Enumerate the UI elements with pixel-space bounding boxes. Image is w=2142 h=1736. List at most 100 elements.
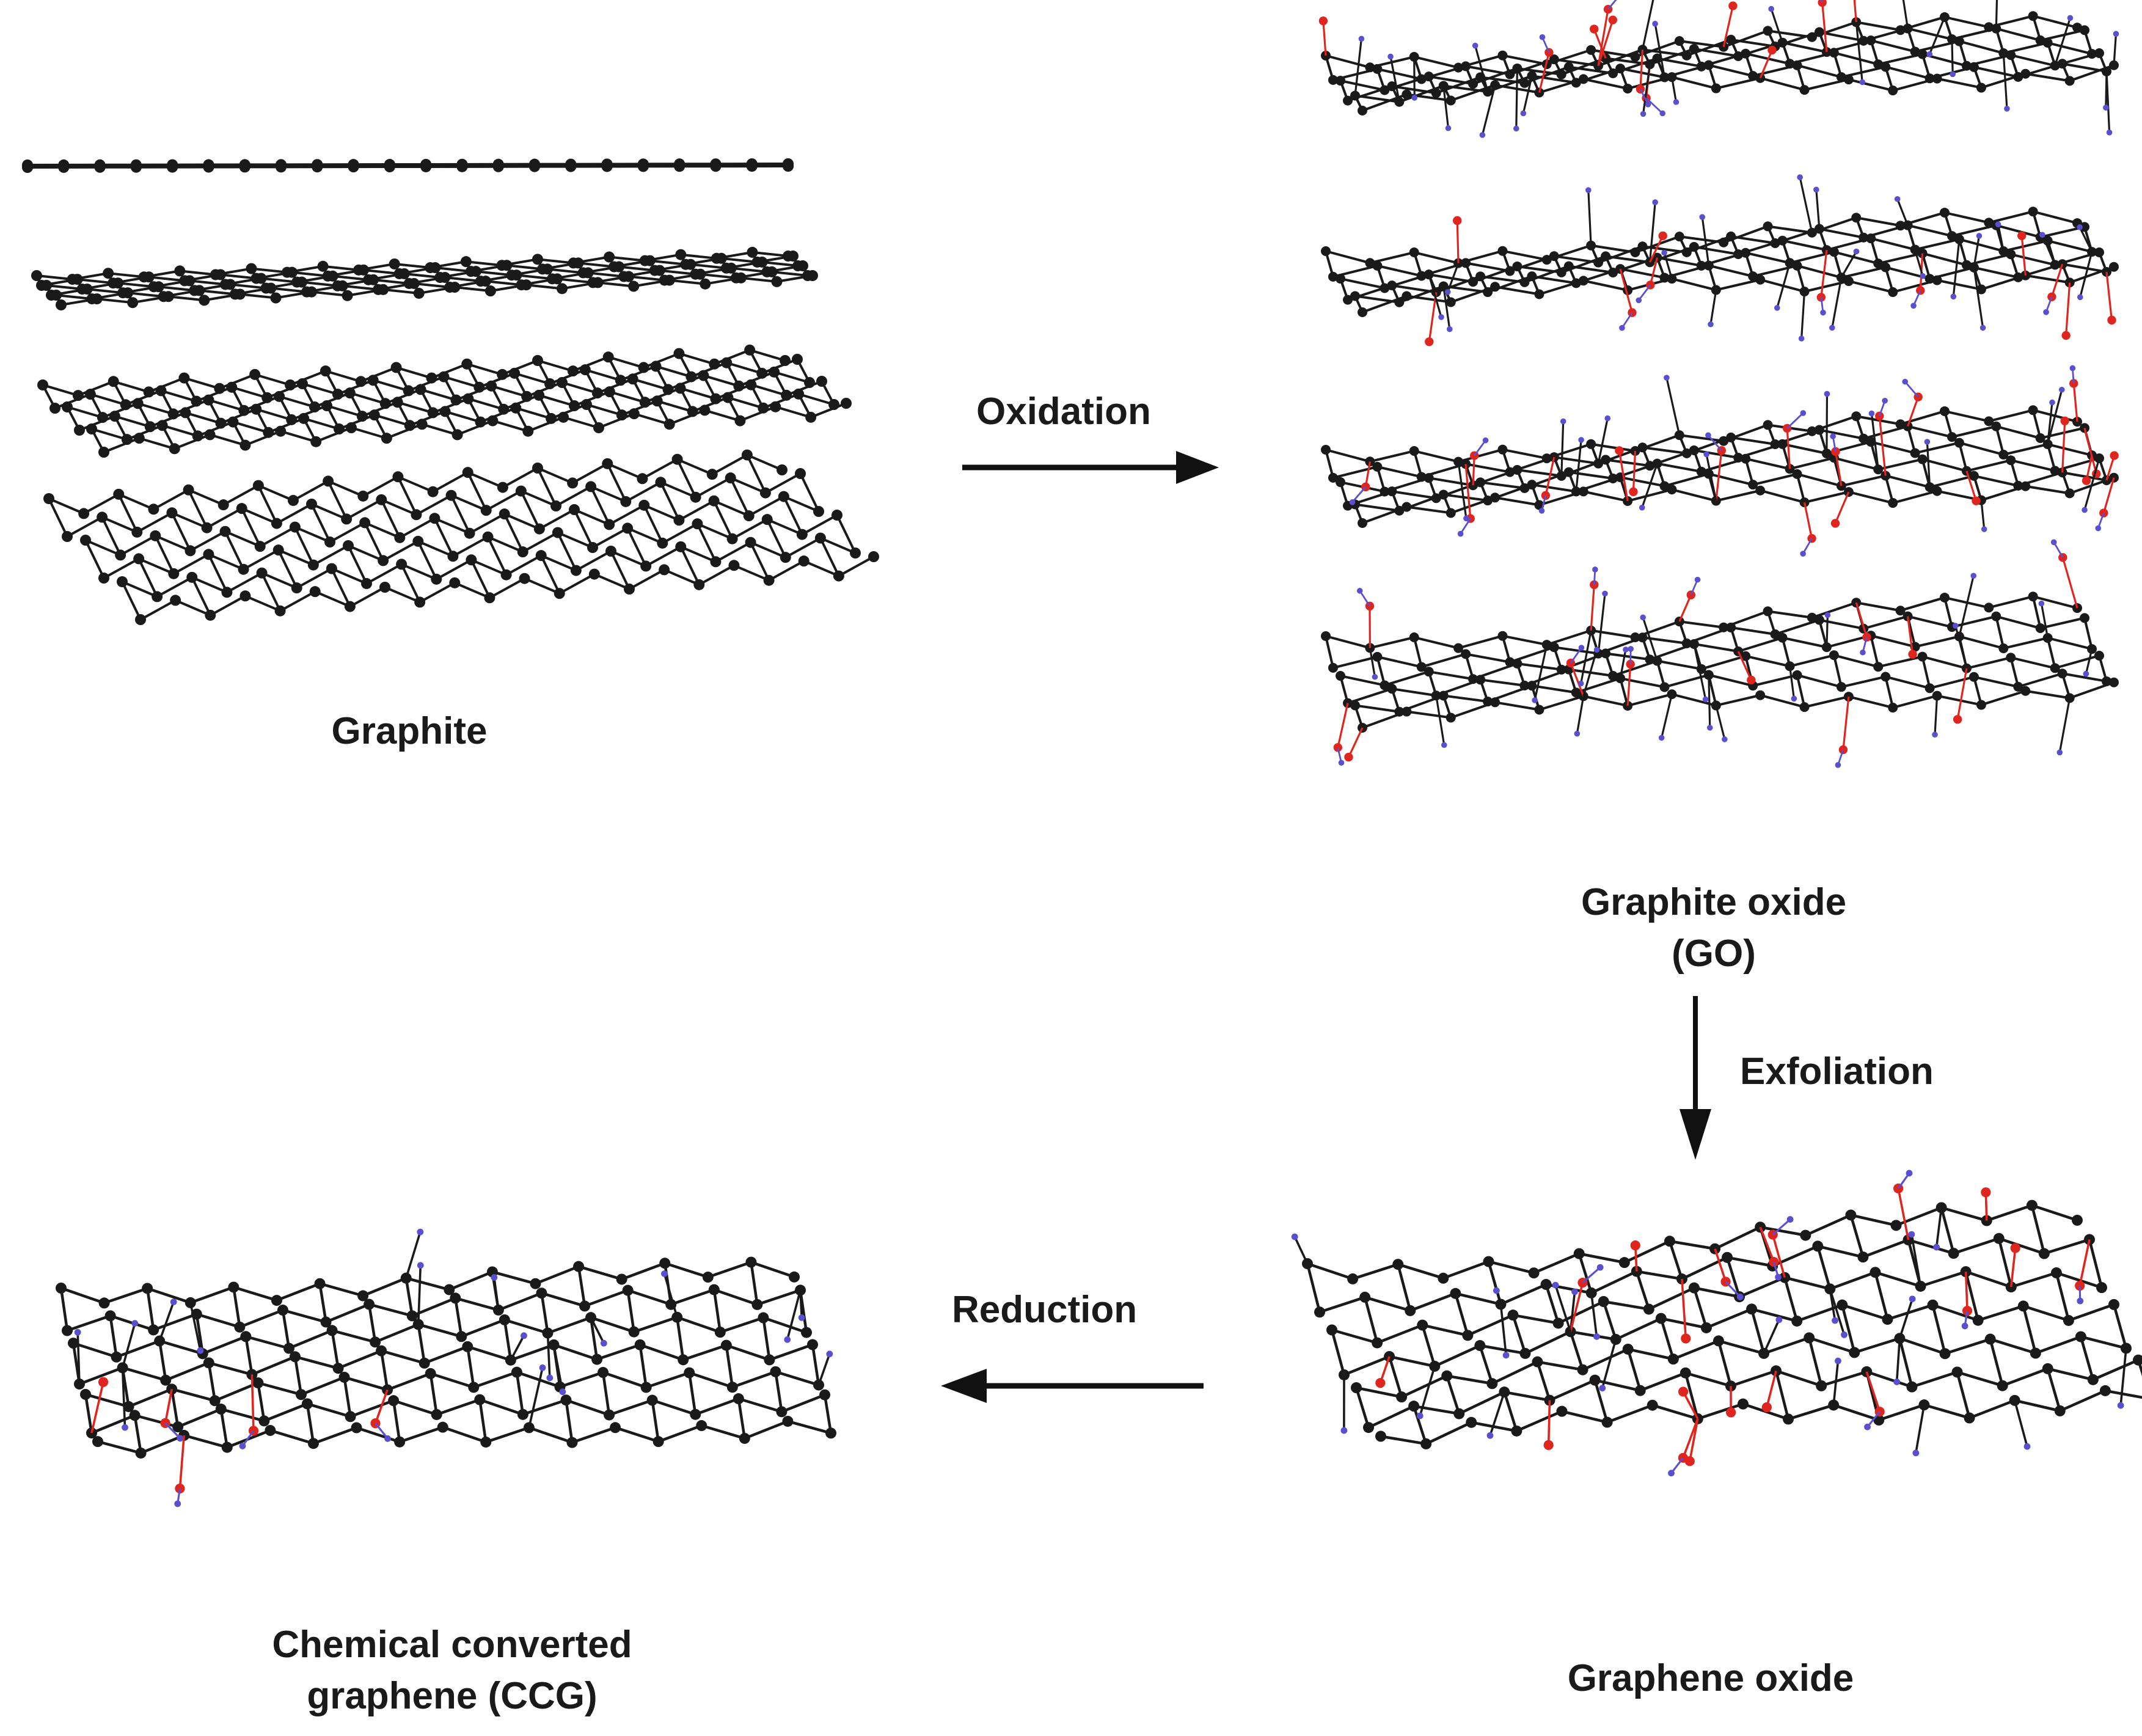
carbon-atom xyxy=(1777,235,1788,246)
c-c-bond xyxy=(1583,695,1628,707)
c-c-bond xyxy=(2031,596,2042,629)
carbon-atom xyxy=(1505,266,1515,276)
carbon-atom xyxy=(2042,38,2053,48)
hydrogen-atom xyxy=(1868,410,1875,417)
carbon-atom xyxy=(1577,1364,1588,1375)
hydrogen-atom xyxy=(2077,1297,2084,1305)
carbon-atom xyxy=(310,436,322,447)
c-c-bond xyxy=(645,546,682,568)
c-c-bond xyxy=(1532,75,1577,84)
carbon-atom xyxy=(1512,464,1522,475)
c-c-bond xyxy=(1854,1337,1901,1354)
c-o-bond xyxy=(2105,271,2113,321)
carbon-atom xyxy=(1446,508,1456,518)
carbon-atom xyxy=(192,430,203,442)
carbon-atom xyxy=(1358,307,1367,317)
c-c-bond xyxy=(1848,491,1893,504)
c-h-bond xyxy=(1915,1404,1926,1454)
c-c-bond xyxy=(364,522,384,562)
carbon-atom xyxy=(1563,62,1574,72)
carbon-atom xyxy=(252,1377,264,1389)
carbon-atom xyxy=(334,423,345,434)
c-o-bond xyxy=(1956,668,1968,720)
carbon-atom xyxy=(745,537,756,548)
c-c-bond xyxy=(1332,655,1378,669)
c-c-bond xyxy=(2092,1358,2139,1381)
c-c-bond xyxy=(621,400,658,417)
c-c-bond xyxy=(688,1372,697,1415)
c-c-bond xyxy=(314,392,351,408)
oxygen-atom xyxy=(2060,416,2069,425)
c-c-bond xyxy=(489,577,525,599)
carbon-atom xyxy=(226,381,238,393)
c-c-bond xyxy=(1915,635,1960,648)
c-c-bond xyxy=(1730,626,1775,635)
carbon-atom xyxy=(343,540,354,551)
c-c-bond xyxy=(632,378,669,391)
carbon-atom xyxy=(1976,82,1986,93)
c-c-bond xyxy=(417,540,438,580)
carbon-atom xyxy=(215,1404,227,1415)
c-h-bond xyxy=(1619,649,1627,679)
c-c-bond xyxy=(644,387,681,404)
carbon-atom xyxy=(693,579,705,590)
carbon-atom xyxy=(1637,241,1648,252)
hydrogen-atom xyxy=(1933,1243,1940,1251)
carbon-atom xyxy=(1637,442,1648,453)
c-c-bond xyxy=(1841,675,1886,689)
carbon-atom xyxy=(2109,262,2119,272)
c-c-bond xyxy=(206,507,243,529)
carbon-atom xyxy=(570,565,582,576)
carbon-atom xyxy=(272,544,284,556)
hydrogen-atom xyxy=(1578,437,1584,443)
carbon-atom xyxy=(2057,59,2067,69)
graphene-oxide-label: Graphene oxide xyxy=(1567,1657,1854,1699)
carbon-atom xyxy=(1637,632,1648,643)
c-h-bond xyxy=(1447,263,1460,293)
carbon-atom xyxy=(445,489,457,501)
carbon-atom xyxy=(733,380,745,392)
c-c-bond xyxy=(505,554,542,576)
carbon-atom xyxy=(1387,280,1397,291)
c-c-bond xyxy=(681,253,717,260)
c-c-bond xyxy=(162,424,199,438)
carbon-atom xyxy=(43,493,54,504)
carbon-atom xyxy=(792,354,803,365)
c-c-bond xyxy=(1760,1226,1806,1237)
c-c-bond xyxy=(1937,279,1982,291)
c-c-bond xyxy=(1642,446,1687,455)
c-h-bond xyxy=(1515,68,1519,129)
c-c-bond xyxy=(1782,41,1827,54)
c-c-bond xyxy=(783,495,819,513)
c-c-bond xyxy=(660,481,696,499)
c-c-bond xyxy=(147,1287,191,1305)
c-c-bond xyxy=(148,376,185,394)
carbon-atom xyxy=(1402,291,1412,301)
carbon-atom xyxy=(708,1284,720,1295)
hydrogen-atom xyxy=(1920,273,1926,279)
carbon-atom xyxy=(1998,449,2009,460)
c-c-bond xyxy=(1458,1391,1505,1415)
carbon-atom xyxy=(2042,1363,2053,1374)
c-c-bond xyxy=(838,555,874,577)
c-h-bond xyxy=(121,1368,126,1428)
carbon-atom xyxy=(1946,231,1957,241)
c-c-bond xyxy=(680,546,717,563)
carbon-atom xyxy=(497,482,508,493)
oxygen-atom xyxy=(1608,15,1618,24)
carbon-atom xyxy=(408,277,420,289)
c-c-bond xyxy=(241,507,277,525)
c-c-bond xyxy=(803,560,839,577)
c-c-bond xyxy=(2080,1335,2127,1350)
carbon-atom xyxy=(1763,26,1773,36)
c-c-bond xyxy=(311,503,347,521)
hydrogen-atom xyxy=(1472,42,1479,49)
carbon-atom xyxy=(533,389,545,401)
carbon-atom xyxy=(104,1310,116,1322)
carbon-atom xyxy=(1696,466,1706,477)
c-h-bond xyxy=(1576,696,1585,734)
hydrogen-atom xyxy=(1906,1170,1913,1177)
carbon-atom xyxy=(675,541,687,552)
hydrogen-atom xyxy=(1340,1427,1348,1434)
carbon-atom xyxy=(460,256,472,268)
